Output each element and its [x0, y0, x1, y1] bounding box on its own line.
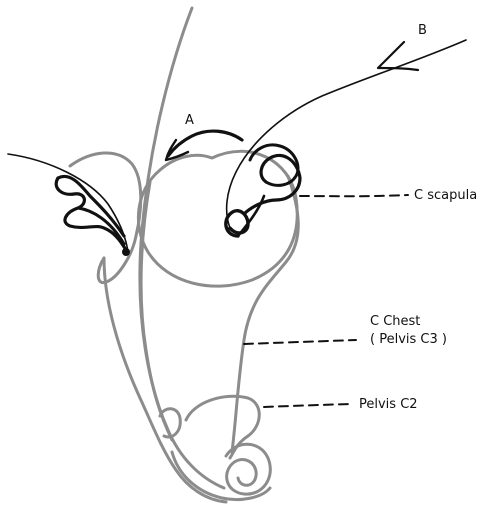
label-pelvis-c2: Pelvis C2	[359, 397, 418, 412]
leader-lines	[244, 195, 408, 407]
chest-circle	[138, 151, 297, 286]
b-arrowhead	[378, 42, 418, 70]
body-outline	[70, 8, 298, 502]
scapula-leader	[300, 195, 408, 196]
pelvis-leader	[264, 404, 352, 407]
chest-leader	[244, 340, 356, 344]
spine-line-inner	[141, 182, 172, 440]
ink-strokes	[8, 40, 466, 256]
left-thin-curve	[8, 154, 128, 252]
label-b: B	[418, 23, 427, 38]
left-bow-loop	[56, 178, 126, 250]
left-joint-dot	[122, 248, 130, 256]
label-a: A	[185, 113, 194, 128]
label-c-scapula: C scapula	[414, 188, 477, 203]
scapula-lower	[238, 196, 264, 236]
pelvis-blob	[186, 396, 259, 458]
left-arm-line	[104, 258, 226, 502]
label-c-chest: C Chest	[370, 314, 420, 329]
label-pelvis-c3: ( Pelvis C3 )	[370, 332, 447, 347]
spine-line	[140, 8, 224, 488]
chest-right-contour	[232, 176, 298, 452]
